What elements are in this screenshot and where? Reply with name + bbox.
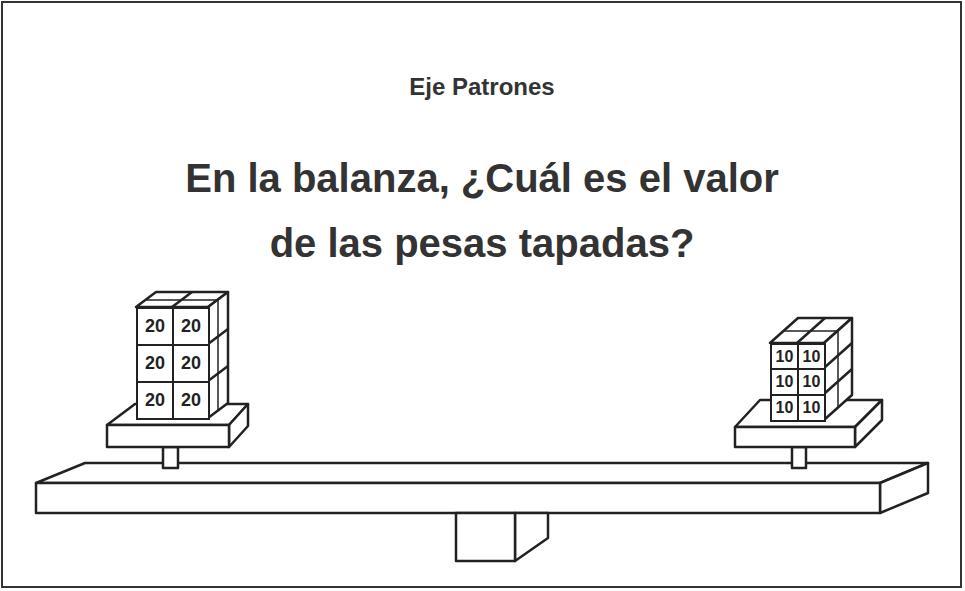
weight-value: 10 — [776, 399, 794, 417]
weight-value: 20 — [181, 390, 201, 411]
weight-face: 20 — [172, 344, 210, 383]
weight-face: 20 — [136, 344, 174, 383]
weight-value: 10 — [776, 373, 794, 391]
weight-value: 10 — [803, 399, 821, 417]
weight-value: 20 — [181, 353, 201, 374]
weight-value: 20 — [181, 316, 201, 337]
weight-face: 10 — [770, 368, 799, 396]
weight-value: 10 — [803, 348, 821, 366]
weight-face: 10 — [770, 343, 799, 371]
weight-value: 20 — [145, 390, 165, 411]
weight-face: 10 — [797, 368, 826, 396]
weight-face: 20 — [172, 381, 210, 420]
question-title: En la balanza, ¿Cuál es el valor de las … — [172, 146, 792, 276]
weight-value: 20 — [145, 316, 165, 337]
weight-value: 10 — [776, 348, 794, 366]
weight-face: 20 — [136, 307, 174, 346]
weight-face: 20 — [172, 307, 210, 346]
weight-face: 10 — [797, 343, 826, 371]
subtitle-label: Eje Patrones — [182, 72, 782, 102]
weight-face: 10 — [797, 394, 826, 422]
weight-value: 20 — [145, 353, 165, 374]
weight-value: 10 — [803, 373, 821, 391]
weight-face: 20 — [136, 381, 174, 420]
weight-face: 10 — [770, 394, 799, 422]
